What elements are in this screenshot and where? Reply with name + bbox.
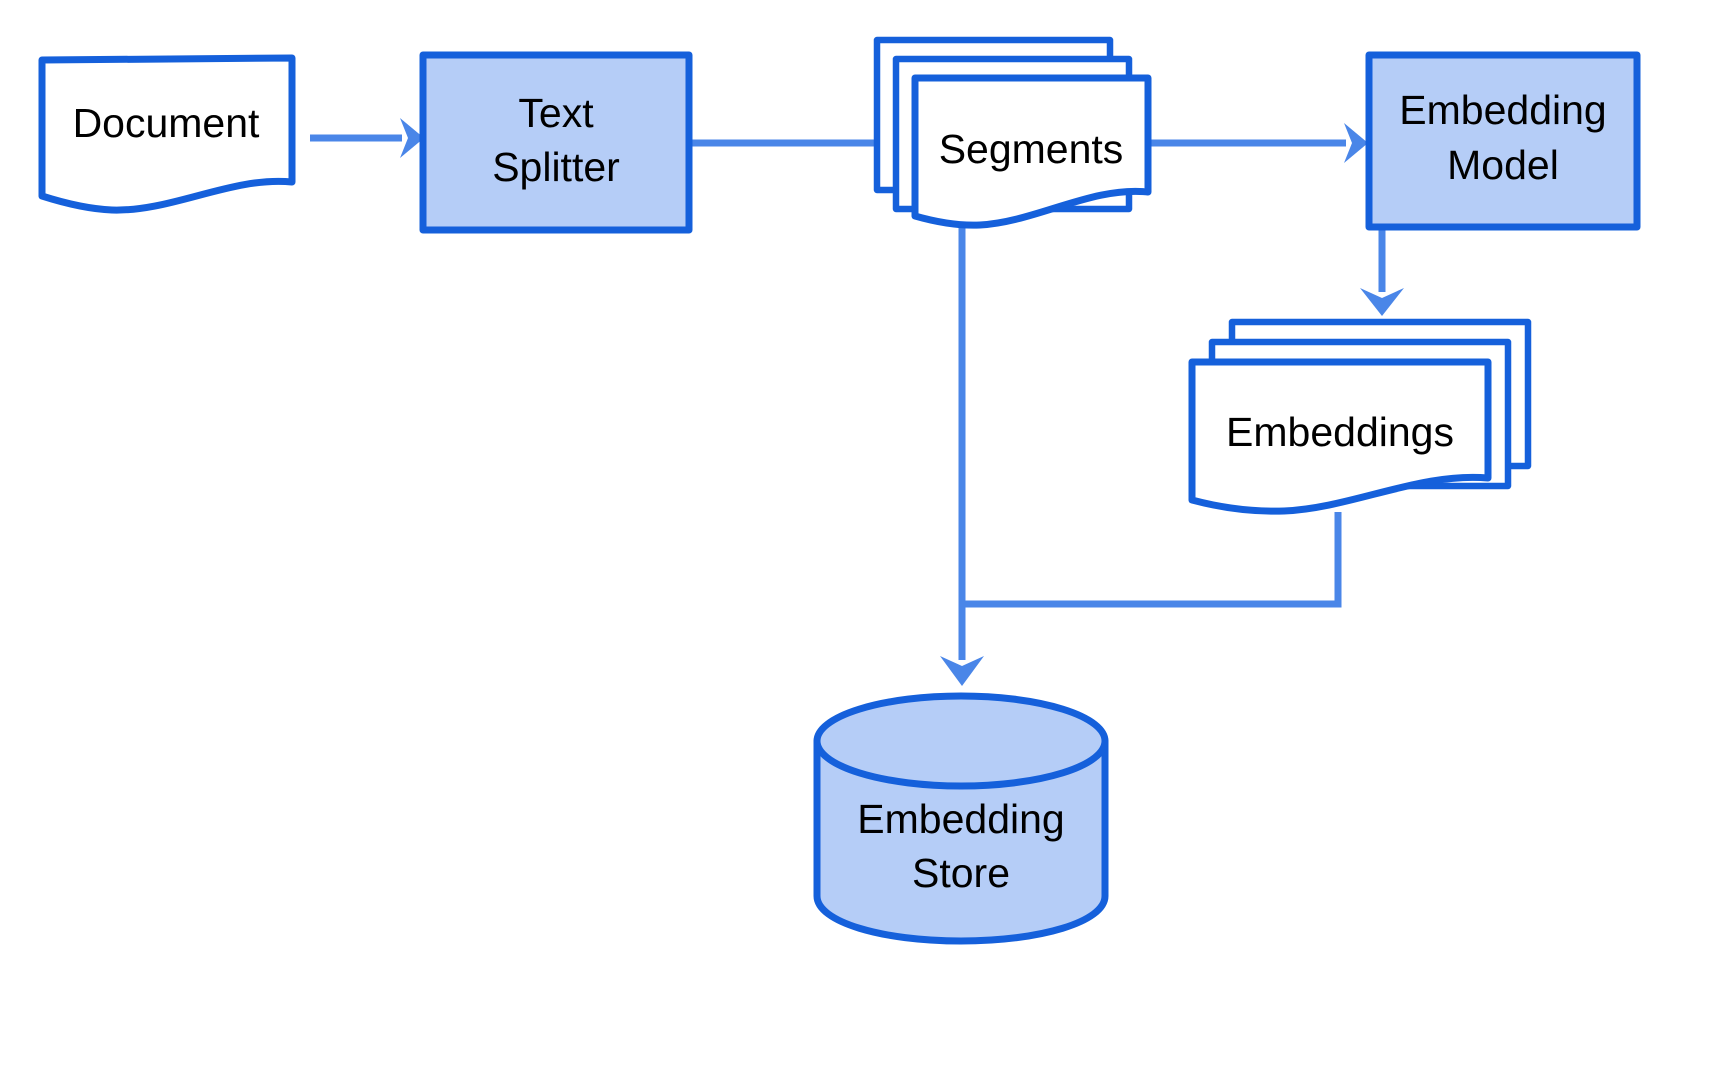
node-embeddings[interactable]: Embeddings	[1188, 318, 1532, 515]
node-document-label: Document	[73, 100, 260, 146]
node-segments[interactable]: Segments	[873, 36, 1152, 229]
edge-embeddings-to-store	[962, 512, 1342, 608]
node-text-splitter-label-line1: Text	[518, 90, 594, 136]
edge-segments-to-model	[1114, 123, 1368, 163]
edge-model-to-embeddings	[1360, 228, 1404, 316]
node-segments-label: Segments	[939, 126, 1124, 172]
node-text-splitter-label-line2: Splitter	[492, 144, 620, 190]
node-embedding-model-label-line1: Embedding	[1399, 87, 1606, 133]
node-document[interactable]: Document	[38, 54, 296, 214]
node-embedding-model[interactable]: Embedding Model	[1365, 51, 1641, 231]
node-embedding-store[interactable]: Embedding Store	[813, 692, 1109, 945]
node-embedding-store-label-line1: Embedding	[857, 796, 1064, 842]
node-embedding-store-label-line2: Store	[912, 850, 1010, 896]
node-embedding-model-label-line2: Model	[1447, 142, 1559, 188]
node-embeddings-label: Embeddings	[1226, 409, 1454, 455]
node-text-splitter[interactable]: Text Splitter	[419, 51, 693, 234]
edge-document-to-splitter	[310, 118, 424, 158]
edge-segments-to-store	[940, 228, 984, 686]
